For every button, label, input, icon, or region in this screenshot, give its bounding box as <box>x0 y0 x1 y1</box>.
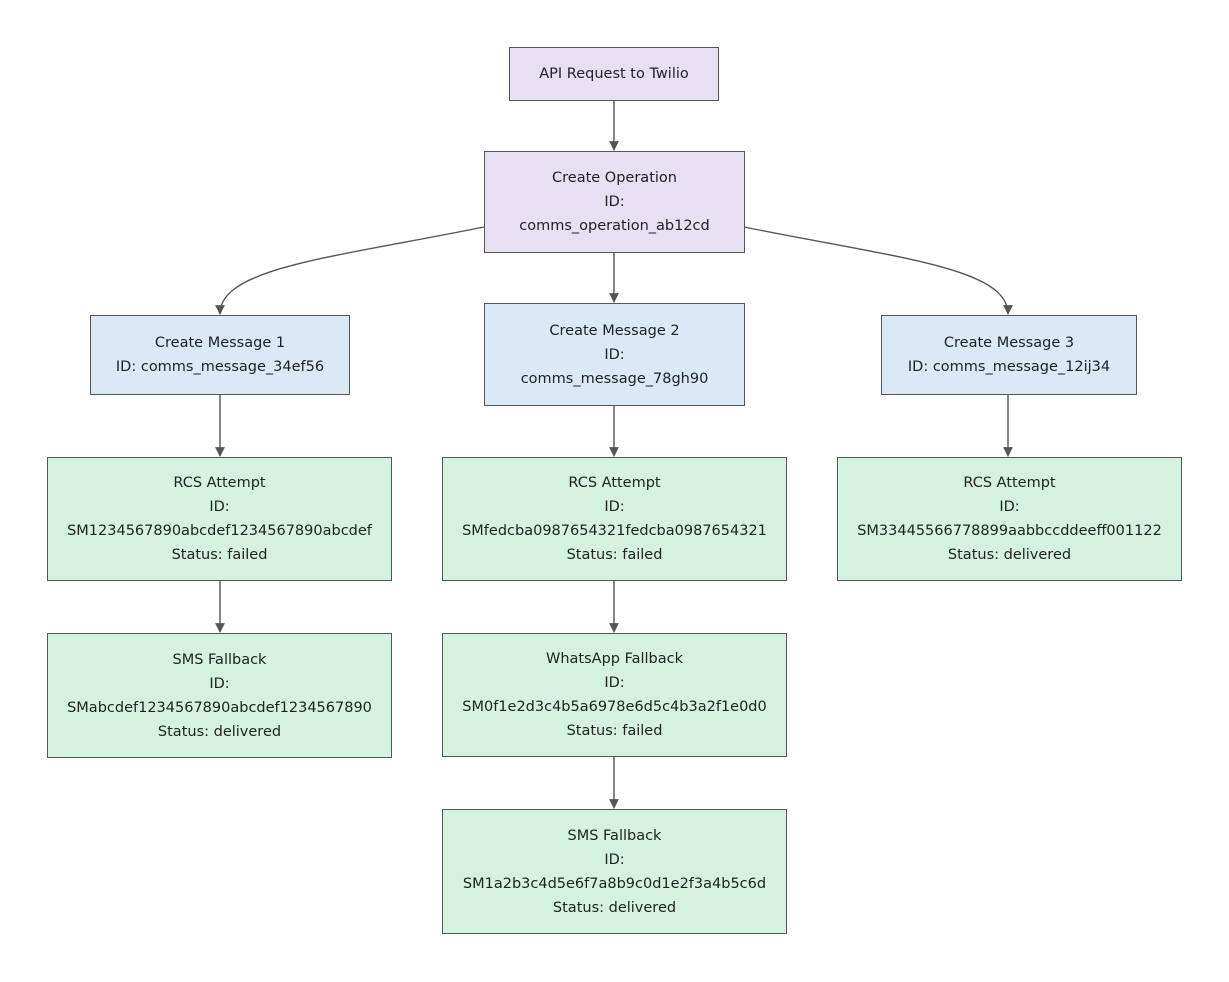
node-status: Status: failed <box>566 547 663 563</box>
node-create-message-1: Create Message 1 ID: comms_message_34ef5… <box>90 315 350 395</box>
node-rcs-attempt-3: RCS Attempt ID: SM33445566778899aabbccdd… <box>837 457 1182 581</box>
node-id-label: ID: <box>209 499 230 515</box>
node-id-line: ID: comms_message_34ef56 <box>115 359 325 375</box>
edge-operation-to-message3 <box>743 226 1013 315</box>
node-status: Status: failed <box>566 723 663 739</box>
node-id-value: comms_message_78gh90 <box>520 370 709 387</box>
node-title: Create Message 2 <box>549 322 680 339</box>
node-title: Create Operation <box>552 170 677 186</box>
node-title: RCS Attempt <box>173 475 266 491</box>
node-sms-fallback-2: SMS Fallback ID: SM1a2b3c4d5e6f7a8b9c0d1… <box>442 809 787 934</box>
node-id-label: ID: <box>604 194 625 210</box>
node-id-value: SM0f1e2d3c4b5a6978e6d5c4b3a2f1e0d0 <box>462 699 767 715</box>
node-id-label: ID: <box>604 851 625 868</box>
node-id-label: ID: <box>999 499 1020 515</box>
node-title: RCS Attempt <box>963 475 1056 491</box>
node-id-value: comms_operation_ab12cd <box>519 218 710 234</box>
node-title: RCS Attempt <box>568 475 661 491</box>
node-sms-fallback-1: SMS Fallback ID: SMabcdef1234567890abcde… <box>47 633 392 758</box>
node-create-message-3: Create Message 3 ID: comms_message_12ij3… <box>881 315 1137 395</box>
node-rcs-attempt-2: RCS Attempt ID: SMfedcba0987654321fedcba… <box>442 457 787 581</box>
node-status: Status: delivered <box>552 899 677 916</box>
node-id-line: ID: comms_message_12ij34 <box>907 359 1111 375</box>
node-id-label: ID: <box>604 499 625 515</box>
node-status: Status: delivered <box>947 547 1072 563</box>
node-id-value: SM1a2b3c4d5e6f7a8b9c0d1e2f3a4b5c6d <box>462 875 767 892</box>
node-create-message-2: Create Message 2 ID: comms_message_78gh9… <box>484 303 745 406</box>
node-title: WhatsApp Fallback <box>546 651 683 667</box>
node-create-operation: Create Operation ID: comms_operation_ab1… <box>484 151 745 253</box>
node-title: Create Message 1 <box>154 335 286 351</box>
node-id-label: ID: <box>604 346 625 363</box>
edge-operation-to-message1 <box>215 226 485 315</box>
node-title: API Request to Twilio <box>539 66 689 82</box>
node-title: SMS Fallback <box>567 827 662 844</box>
node-api-request: API Request to Twilio <box>509 47 719 101</box>
node-whatsapp-fallback-2: WhatsApp Fallback ID: SM0f1e2d3c4b5a6978… <box>442 633 787 757</box>
node-id-label: ID: <box>209 675 230 692</box>
node-id-value: SMfedcba0987654321fedcba0987654321 <box>462 523 767 539</box>
node-id-label: ID: <box>604 675 625 691</box>
node-title: SMS Fallback <box>172 651 267 668</box>
node-rcs-attempt-1: RCS Attempt ID: SM1234567890abcdef123456… <box>47 457 392 581</box>
node-status: Status: failed <box>171 547 268 563</box>
node-id-value: SMabcdef1234567890abcdef1234567890 <box>67 699 372 716</box>
node-id-value: SM33445566778899aabbccddeeff001122 <box>857 523 1162 539</box>
node-status: Status: delivered <box>157 723 282 740</box>
node-id-value: SM1234567890abcdef1234567890abcdef <box>67 523 372 539</box>
node-title: Create Message 3 <box>943 335 1075 351</box>
